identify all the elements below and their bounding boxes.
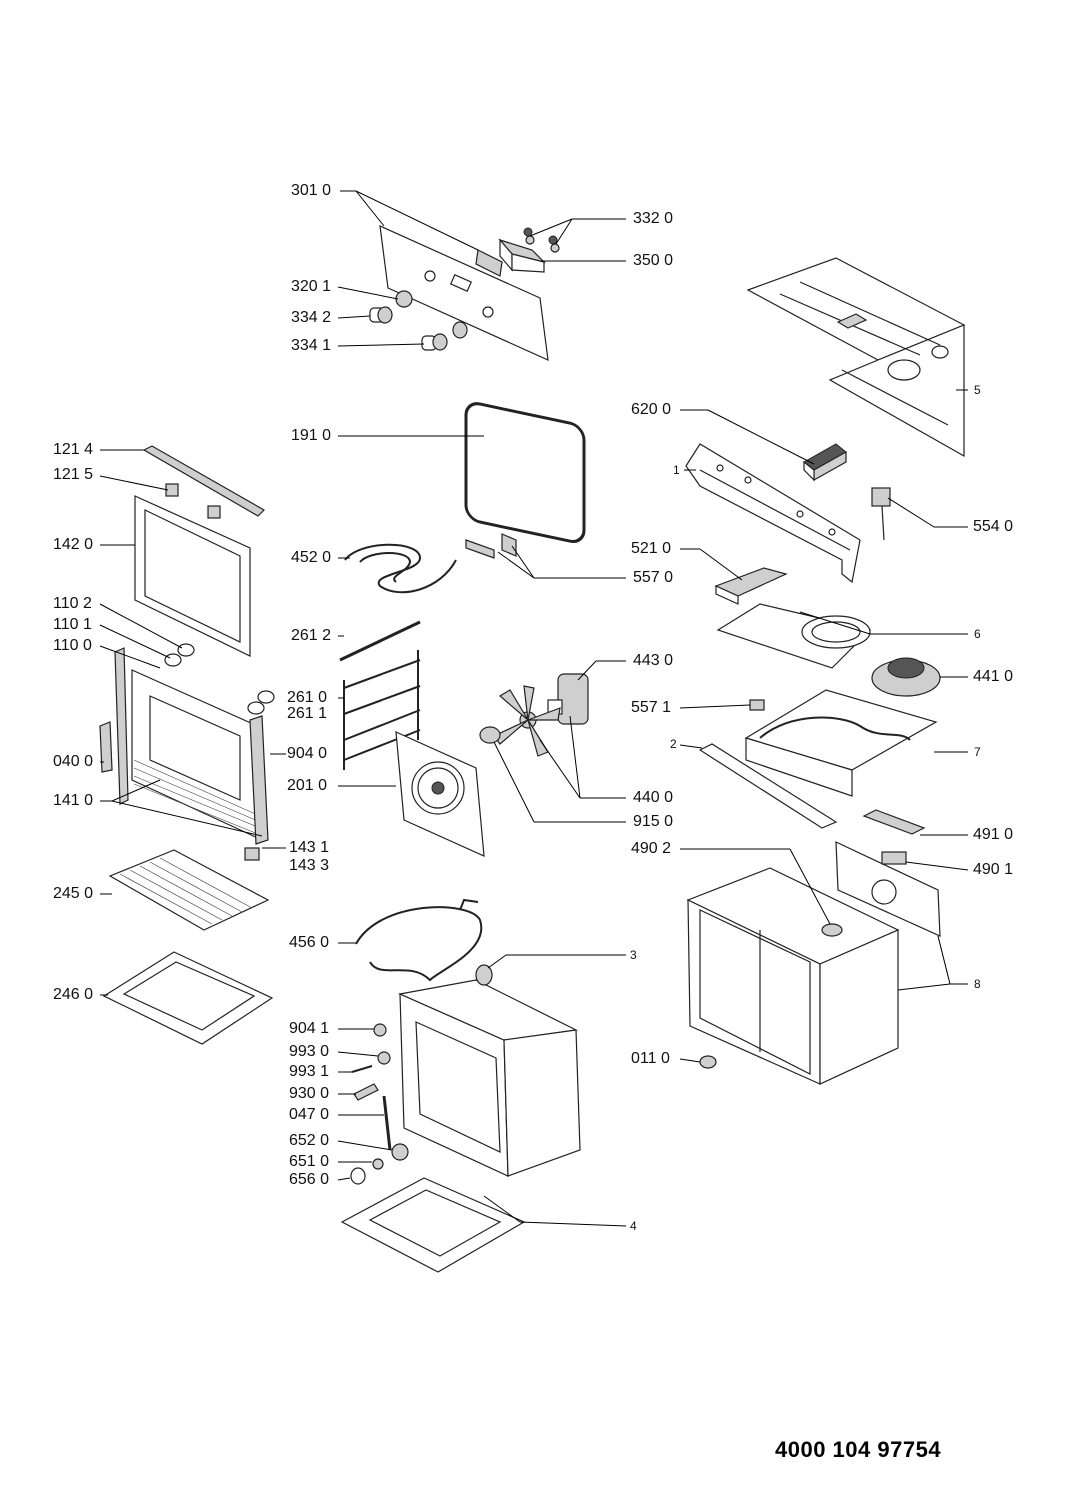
wire-rack	[108, 849, 270, 931]
thermostat-switch	[871, 487, 891, 541]
label-245-0: 245 0	[53, 885, 94, 902]
label-3: 3	[630, 948, 637, 962]
baking-tray	[102, 951, 274, 1045]
trim-clips	[165, 483, 221, 519]
label-491-0: 491 0	[973, 826, 1014, 843]
label-334-1: 334 1	[291, 337, 332, 354]
label-652-0: 652 0	[289, 1132, 330, 1149]
label-320-1: 320 1	[291, 278, 332, 295]
knob-parts	[369, 290, 468, 351]
grill-element	[344, 533, 517, 594]
label-490-1: 490 1	[973, 861, 1014, 878]
label-040-0: 040 0	[53, 753, 94, 770]
label-8: 8	[974, 977, 981, 991]
hinges-and-caps	[99, 643, 275, 805]
label-261-1: 261 1	[287, 705, 328, 722]
label-904-0: 904 0	[287, 745, 328, 762]
label-557-0: 557 0	[633, 569, 674, 586]
control-panel	[379, 225, 549, 361]
label-651-0: 651 0	[289, 1153, 330, 1170]
base-plate-7	[744, 689, 938, 797]
small-fittings	[350, 1023, 409, 1185]
label-490-2: 490 2	[631, 840, 672, 857]
label-143-1: 143 1	[289, 839, 330, 856]
label-452-0: 452 0	[291, 549, 332, 566]
label-047-0: 047 0	[289, 1106, 330, 1123]
front-strip-2	[698, 743, 838, 829]
shelf-supports	[339, 620, 421, 770]
label-656-0: 656 0	[289, 1171, 330, 1188]
cooling-fan	[871, 657, 941, 697]
label-557-1: 557 1	[631, 699, 672, 716]
fan-cover	[395, 731, 485, 857]
push-buttons	[523, 227, 560, 253]
label-334-2: 334 2	[291, 309, 332, 326]
label-110-2: 110 2	[53, 595, 92, 612]
door-top-trim	[142, 445, 265, 517]
label-443-0: 443 0	[633, 652, 674, 669]
bottom-plate-4	[340, 1177, 526, 1273]
label-121-5: 121 5	[53, 466, 94, 483]
label-011-0: 011 0	[631, 1050, 670, 1067]
label-5: 5	[974, 383, 981, 397]
label-110-1: 110 1	[53, 616, 92, 633]
label-993-0: 993 0	[289, 1043, 330, 1060]
relay-block	[803, 443, 847, 482]
cooling-base-6	[716, 603, 872, 669]
label-191-0: 191 0	[291, 427, 332, 444]
document-number: 4000 104 97754	[775, 1437, 942, 1462]
display-module	[498, 238, 546, 273]
label-440-0: 440 0	[633, 789, 674, 806]
label-2: 2	[670, 737, 677, 751]
fan-motor	[547, 673, 589, 725]
label-110-0: 110 0	[53, 637, 92, 654]
label-521-0: 521 0	[631, 540, 672, 557]
housing-490	[835, 841, 941, 937]
label-261-2: 261 2	[291, 627, 332, 644]
thermal-fuse	[749, 699, 765, 711]
lamp-3	[475, 964, 493, 986]
connector-491	[862, 809, 926, 835]
top-frame	[746, 257, 966, 458]
label-201-0: 201 0	[287, 777, 328, 794]
fan-nut	[479, 726, 501, 744]
label-7: 7	[974, 745, 981, 759]
label-261-0: 261 0	[287, 689, 328, 706]
fan-blade	[493, 685, 561, 757]
label-915-0: 915 0	[633, 813, 674, 830]
label-441-0: 441 0	[973, 668, 1014, 685]
label-1: 1	[673, 463, 680, 477]
label-246-0: 246 0	[53, 986, 94, 1003]
lower-element	[355, 898, 483, 982]
label-930-0: 930 0	[289, 1085, 330, 1102]
label-143-3: 143 3	[289, 857, 330, 874]
label-6: 6	[974, 627, 981, 641]
outer-glass	[134, 495, 251, 657]
cabinet-frame-8	[686, 867, 900, 1085]
label-141-0: 141 0	[53, 792, 94, 809]
label-121-4: 121 4	[53, 441, 94, 458]
label-904-1: 904 1	[289, 1020, 330, 1037]
label-4: 4	[630, 1219, 637, 1233]
label-332-0: 332 0	[633, 210, 674, 227]
label-456-0: 456 0	[289, 934, 330, 951]
inner-door-panel	[131, 669, 269, 861]
label-142-0: 142 0	[53, 536, 94, 553]
door-gasket	[464, 402, 586, 544]
label-620-0: 620 0	[631, 401, 672, 418]
mounting-bracket	[685, 443, 861, 584]
label-350-0: 350 0	[633, 252, 674, 269]
label-993-1: 993 1	[289, 1063, 330, 1080]
label-554-0: 554 0	[973, 518, 1014, 535]
label-301-0: 301 0	[291, 182, 332, 199]
leader-lines	[99, 190, 969, 1227]
oven-cavity	[397, 979, 581, 1177]
terminal-block	[714, 567, 788, 605]
